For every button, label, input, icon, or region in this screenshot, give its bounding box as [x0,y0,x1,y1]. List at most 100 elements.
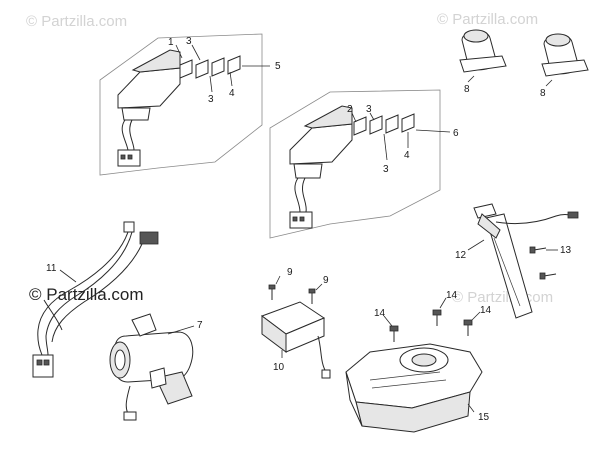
harness-plug-top [123,221,135,233]
screw-13-upper [529,246,547,254]
harness-connector-bottom [32,354,54,378]
throttle-hose-fitting [123,411,137,421]
callout-12[interactable]: 12 [455,250,467,261]
callout-3[interactable]: 3 [383,164,389,175]
connector-pin [120,154,126,160]
relay-box-assembly-5: 1 3 3 4 5 [99,33,281,176]
relay-housing-top [131,49,181,73]
callout-10[interactable]: 10 [273,362,285,373]
relay-housing-base [121,107,151,121]
harness-wire-3 [51,243,143,343]
leader-14-c [471,311,481,321]
connector-pin [43,359,50,366]
screw-head [389,325,399,332]
control-module-10: 9 9 10 [260,267,331,379]
relay-3 [211,57,225,77]
speaker-magnet-left [463,29,489,43]
screw-head [432,309,442,316]
leader-14-b [439,297,447,309]
callout-9[interactable]: 9 [323,275,329,286]
screw-13-lower [539,272,557,280]
sensor-clip [473,203,497,219]
speaker-8-right: 8 [540,33,589,99]
screw-shaft [543,273,557,277]
screw-14-a [389,325,399,342]
relay-2 [195,59,209,79]
relay-3 [385,114,399,134]
throttle-bore [114,349,126,371]
leader-3-bottom [383,133,388,161]
leader-8-right [545,79,553,87]
relay-box-assembly-6: 2 3 3 4 6 [269,89,459,239]
screw-9-right [308,288,316,304]
callout-11[interactable]: 11 [46,263,57,274]
leader-15 [467,403,475,413]
connector-pin [292,216,298,222]
connector-pin [36,359,43,366]
box-rib [371,379,447,389]
callout-14[interactable]: 14 [446,290,458,301]
harness-connector-top [139,231,159,245]
callout-13[interactable]: 13 [560,245,572,256]
screw-head [463,319,473,326]
callout-3[interactable]: 3 [366,104,372,115]
speaker-8-left: 8 [459,29,507,95]
relay-1 [179,59,193,79]
relay-housing-base [293,163,323,179]
callout-4[interactable]: 4 [404,150,410,161]
leader-6 [415,129,451,133]
callout-3[interactable]: 3 [186,36,192,47]
leader-14-a [383,315,393,327]
leader-3-top [369,112,375,121]
watermark-faint-right: © Partzilla.com [452,289,553,306]
callout-5[interactable]: 5 [275,61,281,72]
box-rib [369,371,441,381]
screw-head [539,272,546,280]
callout-1[interactable]: 1 [168,37,174,48]
leader-11 [59,269,77,283]
callout-8[interactable]: 8 [540,88,546,99]
callout-14[interactable]: 14 [480,305,492,316]
leader-1 [175,44,183,59]
screw-head [308,288,316,294]
connector-pin [299,216,305,222]
leader-3-bottom [209,75,213,93]
relay-4 [401,113,415,133]
bracket-edge [493,237,521,307]
sensor-cable [495,214,575,225]
leader-9-right [315,283,323,291]
throttle-sensor-top [131,313,157,337]
sensor-body [477,213,501,239]
wiring-harness-11: 11 [32,221,159,378]
watermark-top-right: © Partzilla.com [437,11,538,28]
callout-3[interactable]: 3 [208,94,214,105]
callout-6[interactable]: 6 [453,128,459,139]
speaker-flange-right [541,59,589,77]
speaker-flange-left [459,55,507,73]
harness-wire-b [129,119,135,151]
callout-4[interactable]: 4 [229,88,235,99]
battery-box-15: 14 14 14 15 [345,290,492,433]
relay-2 [369,115,383,135]
sensor-bracket [485,213,533,319]
callout-7[interactable]: 7 [197,320,203,331]
speaker-magnet-right [545,33,571,47]
relay-housing-top [303,105,353,129]
module-connector [321,369,331,379]
sensor-assembly-12: 12 13 [455,203,579,319]
harness-branch [43,299,63,331]
callout-9[interactable]: 9 [287,267,293,278]
relay-1 [353,116,367,136]
relay-housing [117,67,181,109]
leader-7 [167,325,195,335]
screw-14-c [463,319,473,336]
watermark-main: © Partzilla.com [29,285,144,304]
callout-8[interactable]: 8 [464,84,470,95]
callout-14[interactable]: 14 [374,308,386,319]
callout-15[interactable]: 15 [478,412,490,423]
screw-shaft [533,247,547,251]
callout-2[interactable]: 2 [347,104,353,115]
leader-3-top [191,44,201,61]
